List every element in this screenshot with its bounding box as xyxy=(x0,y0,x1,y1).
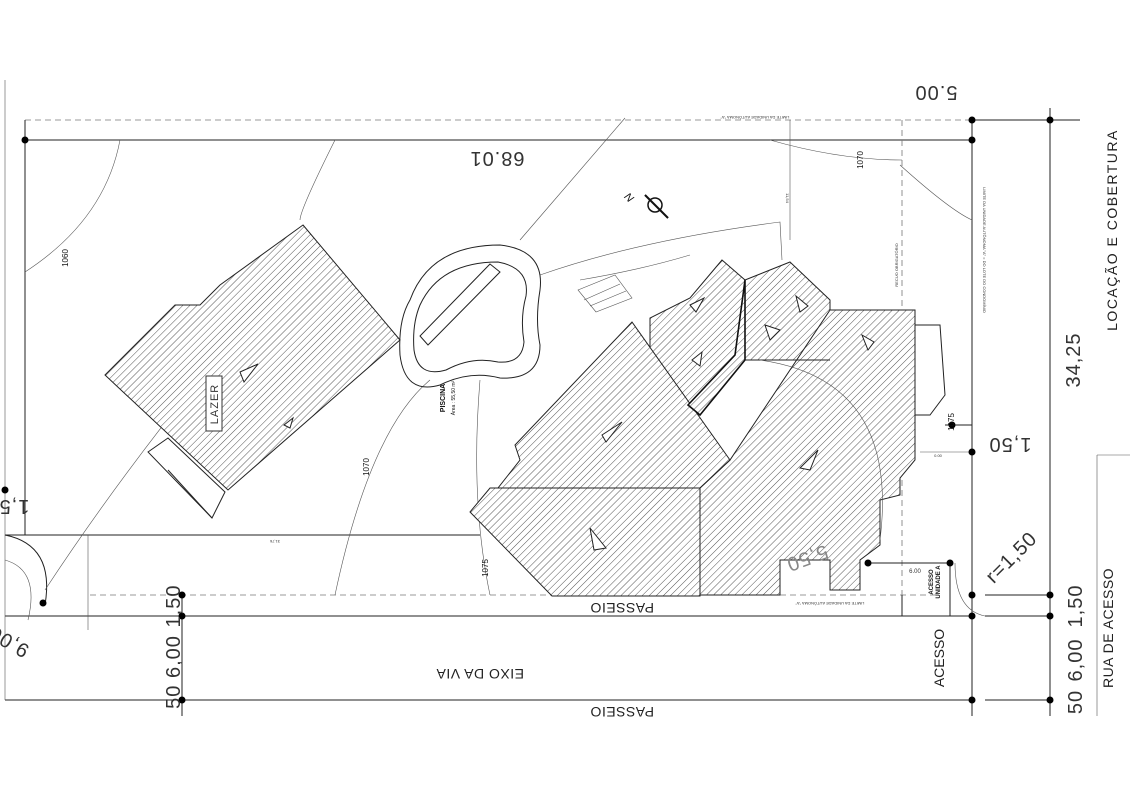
sheet-title: LOCAÇÃO E COBERTURA xyxy=(1104,129,1120,331)
access-label: ACESSO xyxy=(931,629,947,687)
dim-small-vertical: 11,54 xyxy=(785,193,790,203)
access-unit-line2: UNIDADE A xyxy=(936,565,942,599)
main-house xyxy=(469,259,946,597)
note-setback: RECUO OBRIGATÓRIO xyxy=(894,243,899,286)
dim-left-sidewalk: 1,50 xyxy=(163,585,185,628)
dim-left-corner: 1,5 xyxy=(0,495,29,517)
note-boundary-right: LIMITE DA UNIDADE AUTÔNOMA "A" = DO LOTE… xyxy=(982,187,987,313)
dim-lower-width: 0.00 xyxy=(934,453,943,458)
dim-right-sidewalk: 1,50 xyxy=(1065,585,1087,628)
note-boundary-top: LIMITE DA UNIDADE AUTÔNOMA "A" xyxy=(720,115,789,120)
dim-right-edge: 50 xyxy=(1065,690,1087,714)
dim-right-road: 6,00 xyxy=(1065,639,1087,682)
dim-access-width: 6.00 xyxy=(909,569,921,575)
pool-label: PISCINA xyxy=(440,384,447,412)
street-name: RUA DE ACESSO xyxy=(1100,568,1116,688)
pool-steps xyxy=(577,274,633,313)
north-label: N xyxy=(623,190,637,204)
access-unit-line1: ACESSO xyxy=(929,569,935,595)
level-middle: 1070 xyxy=(362,458,371,476)
level-top-right: 1070 xyxy=(856,151,865,169)
sidewalk-label-upper: PASSEIO xyxy=(590,600,654,616)
pool-area: Área : 55,50 m² xyxy=(450,380,457,415)
note-boundary-bottom: LIMITE DA UNIDADE AUTÔNOMA "A" xyxy=(795,601,864,606)
dim-right-gap: 1,50 xyxy=(989,433,1032,455)
dim-lot-length: 68.01 xyxy=(469,147,524,169)
leisure-building: LAZER xyxy=(104,224,401,519)
dim-left-bottom-small: 31,76 xyxy=(269,539,280,544)
north-arrow-icon: N xyxy=(623,190,669,219)
dim-right-depth: 34,25 xyxy=(1063,332,1085,387)
boundary-markers xyxy=(1,116,1054,704)
leisure-label: LAZER xyxy=(209,384,221,424)
level-left: 1060 xyxy=(61,249,70,267)
lot-boundaries xyxy=(4,80,1130,716)
road-axis-label: EIXO DA VIA xyxy=(436,666,524,682)
dim-radius: r=1,50 xyxy=(982,528,1042,588)
level-bottom: 1075 xyxy=(481,559,490,577)
pool: PISCINA Área : 55,50 m² xyxy=(399,244,541,415)
sidewalk-label-lower: PASSEIO xyxy=(590,704,654,720)
dim-left-road: 50 6,00 xyxy=(163,635,185,709)
dim-top-right: 5.00 xyxy=(915,81,958,103)
level-right: 1075 xyxy=(947,413,956,431)
